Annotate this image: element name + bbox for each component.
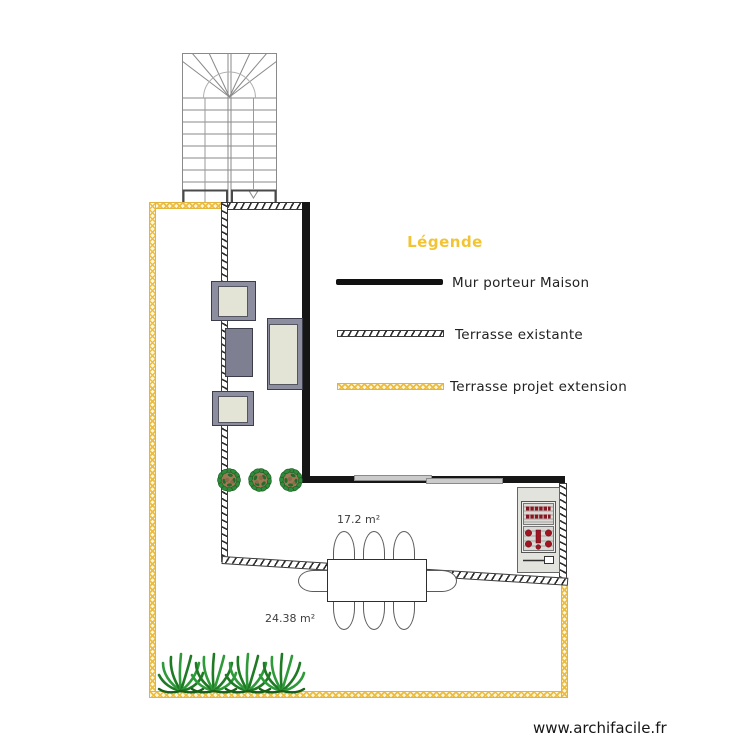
legend-label-load-bearing-wall[interactable]: Mur porteur Maison: [452, 275, 590, 291]
shrub-icon[interactable]: [276, 465, 306, 495]
legend-swatch-load-bearing-wall: [336, 279, 443, 285]
load-bearing-wall-vertical[interactable]: [302, 202, 310, 483]
sofa[interactable]: [267, 318, 303, 390]
extension-terrace-border-top[interactable]: [149, 202, 223, 209]
legend-label-extension-terrace[interactable]: Terrasse projet extension: [450, 379, 628, 395]
dining-chair-south[interactable]: [333, 601, 355, 630]
extension-terrace-border-left[interactable]: [149, 202, 156, 698]
shrub-icon[interactable]: [214, 465, 244, 495]
area-label-existing-terrace: 17.2 m²: [337, 513, 381, 526]
palm-plant-icon[interactable]: [190, 651, 238, 695]
dining-chair-north[interactable]: [393, 531, 415, 560]
sliding-door-panel-left[interactable]: [354, 475, 432, 481]
dining-chair-north[interactable]: [363, 531, 385, 560]
existing-terrace-border-top[interactable]: [223, 202, 304, 210]
area-label-extension-terrace: 24.38 m²: [265, 612, 316, 625]
legend-label-existing-terrace[interactable]: Terrasse existante: [455, 327, 584, 343]
sliding-door-panel-right[interactable]: [426, 478, 503, 484]
watermark: www.archifacile.fr: [533, 719, 667, 737]
legend-title[interactable]: Légende: [407, 233, 483, 251]
dining-chair-north[interactable]: [333, 531, 355, 560]
armchair-cushion: [218, 396, 248, 423]
armchair-bottom[interactable]: [212, 391, 254, 426]
dining-table[interactable]: [327, 559, 427, 602]
existing-terrace-border-right[interactable]: [559, 483, 567, 584]
existing-terrace-border-left[interactable]: [221, 202, 228, 562]
dining-chair-south[interactable]: [393, 601, 415, 630]
armchair-top[interactable]: [211, 281, 256, 321]
armchair-cushion: [218, 286, 248, 317]
palm-plant-icon[interactable]: [258, 651, 306, 695]
legend-swatch-extension-terrace: [337, 383, 444, 390]
dining-chair-south[interactable]: [363, 601, 385, 630]
staircase-icon[interactable]: [182, 53, 277, 205]
dining-chair-east[interactable]: [427, 570, 457, 592]
palm-plant-icon[interactable]: [157, 651, 205, 695]
legend-swatch-existing-terrace: [337, 330, 444, 337]
side-table[interactable]: [225, 328, 253, 377]
barbecue-grill-icon[interactable]: [517, 487, 560, 573]
palm-plant-icon[interactable]: [224, 651, 272, 695]
sofa-cushion: [269, 324, 298, 385]
shrub-icon[interactable]: [245, 465, 275, 495]
dining-chair-west[interactable]: [298, 570, 328, 592]
extension-terrace-border-right[interactable]: [561, 580, 568, 698]
